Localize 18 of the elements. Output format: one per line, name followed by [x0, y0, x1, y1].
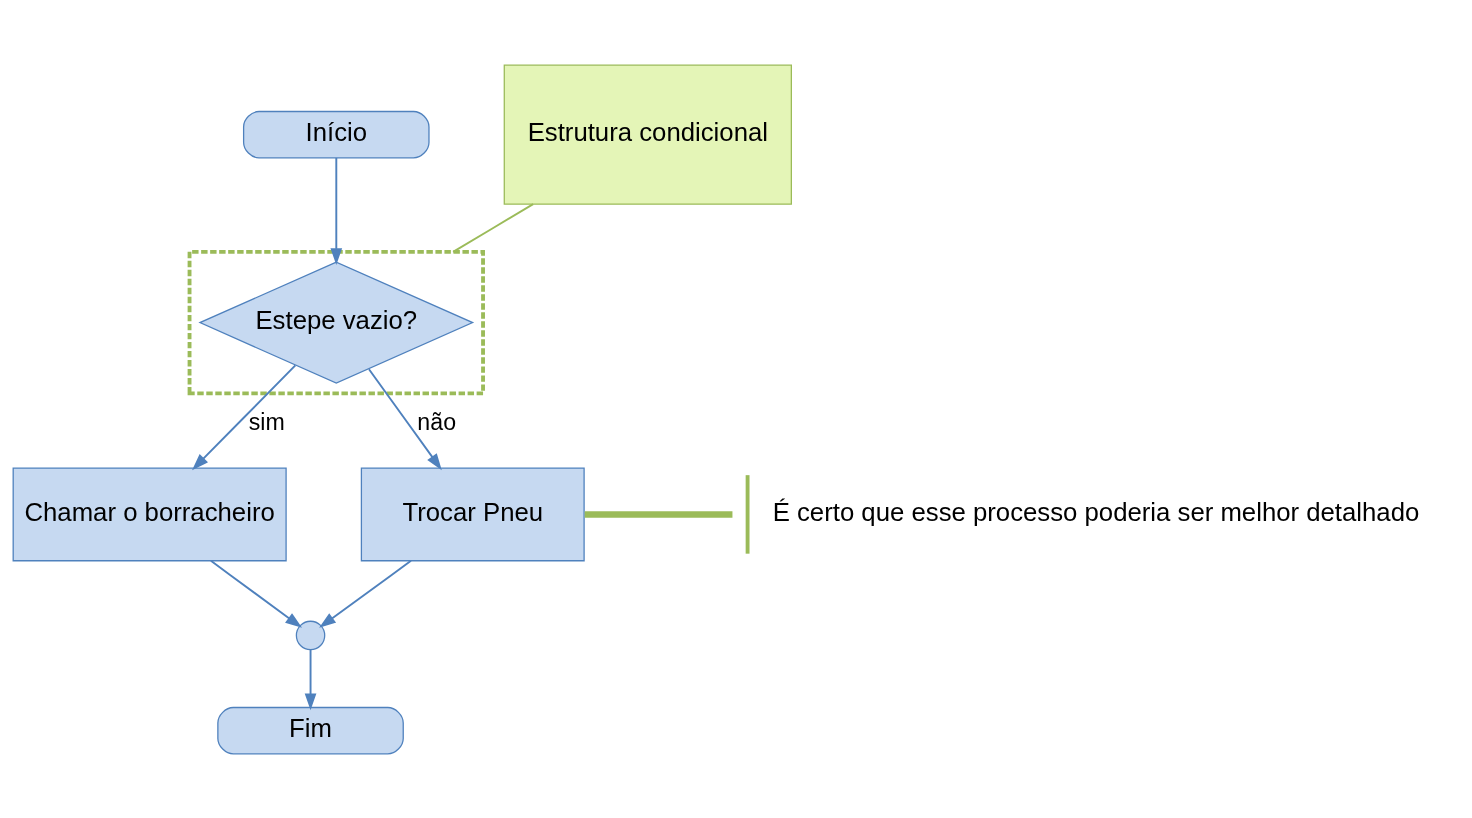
node-box: Estrutura condicional: [503, 64, 792, 205]
node-box: Trocar Pneu: [360, 466, 585, 561]
node-text: É certo que esse processo poderia ser melhor detalhado: [772, 497, 1420, 526]
node-box: Chamar o borracheiro: [12, 466, 287, 561]
arrow: [368, 367, 442, 470]
node-box: Início: [242, 110, 430, 158]
arrow: [319, 559, 412, 628]
arrow: [209, 559, 303, 628]
connector: [452, 202, 535, 253]
arrow: [304, 648, 317, 710]
edge-label: sim: [248, 408, 285, 435]
arrow: [330, 156, 343, 265]
node-box: Fim: [217, 706, 404, 754]
node-diamond: Estepe vazio?: [198, 260, 475, 384]
connector: [584, 510, 733, 518]
arrow: [192, 363, 297, 470]
node-circle: [295, 620, 326, 650]
edge-label: não: [417, 408, 457, 435]
